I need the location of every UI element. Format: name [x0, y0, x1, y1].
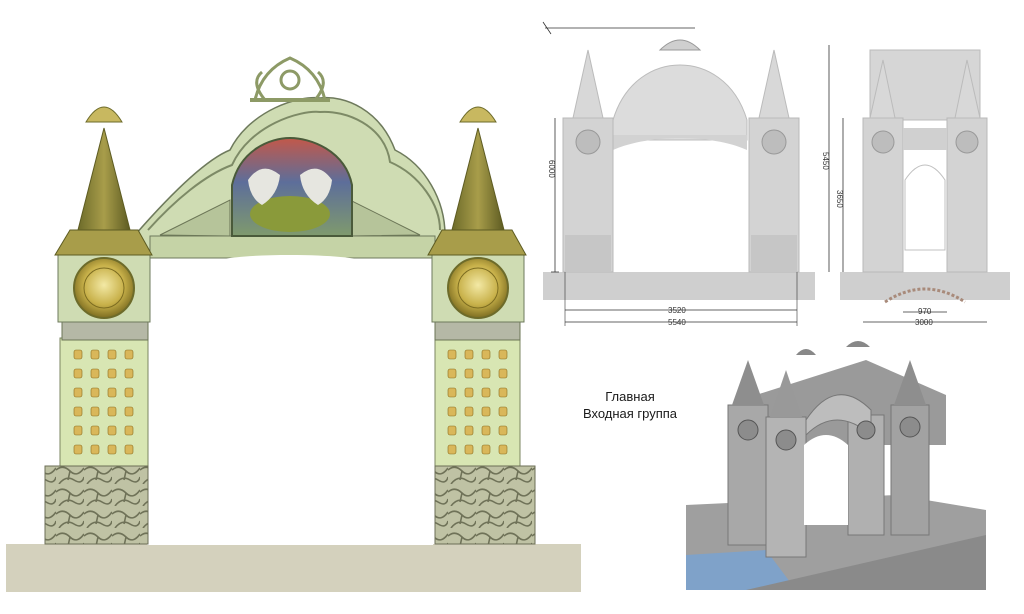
- pylon-rivet: [107, 368, 117, 379]
- pylon-rivet: [73, 349, 83, 360]
- dim-front-inner-width: 3520: [668, 306, 686, 315]
- pylon-rivet: [481, 444, 491, 455]
- pylon-rivet: [447, 349, 457, 360]
- pylon-rivet: [498, 349, 508, 360]
- pylon-rivet: [124, 368, 134, 379]
- pylon-rivet: [447, 425, 457, 436]
- pylon-rivet: [481, 387, 491, 398]
- dim-side-inner-width: 970: [918, 307, 932, 316]
- right-finial: [459, 106, 497, 123]
- pylon-rivet: [90, 349, 100, 360]
- pylon-rivet: [124, 406, 134, 417]
- pylon-rivet: [73, 368, 83, 379]
- pylon-rivet: [498, 368, 508, 379]
- pylon-rivet: [498, 387, 508, 398]
- pylon-rivet: [498, 444, 508, 455]
- pylon-rivet: [107, 425, 117, 436]
- pylon-rivet: [90, 444, 100, 455]
- pylon-rivet: [90, 387, 100, 398]
- left-finial: [85, 106, 123, 123]
- pylon-rivet: [124, 444, 134, 455]
- right-pylon: [427, 106, 536, 545]
- pylon-rivet: [498, 425, 508, 436]
- pylon-rivet: [464, 425, 474, 436]
- dim-front-total-width: 5540: [668, 318, 686, 327]
- main-arch-elevation: [6, 56, 581, 592]
- pylon-rivet: [464, 444, 474, 455]
- right-roof: [427, 229, 527, 256]
- pylon-rivet: [73, 444, 83, 455]
- pylon-rivet: [481, 368, 491, 379]
- pylon-rivet: [464, 387, 474, 398]
- arch-opening: [147, 255, 433, 545]
- drawing-title: Главная Входная группа: [560, 388, 700, 422]
- pylon-rivet: [124, 387, 134, 398]
- pylon-rivet: [447, 368, 457, 379]
- right-spire: [451, 127, 505, 231]
- left-spire: [77, 127, 131, 231]
- pylon-rivet: [464, 349, 474, 360]
- pylon-rivet: [107, 444, 117, 455]
- pylon-rivet: [498, 406, 508, 417]
- pylon-rivet: [481, 406, 491, 417]
- pylon-rivet: [447, 387, 457, 398]
- pylon-rivet: [107, 387, 117, 398]
- pylon-rivet: [447, 406, 457, 417]
- left-clock: [73, 257, 135, 319]
- left-pylon: [44, 106, 153, 545]
- pylon-rivet: [464, 368, 474, 379]
- dim-side-total-width: 3000: [915, 318, 933, 327]
- pylon-rivet: [90, 406, 100, 417]
- pylon-rivet: [73, 425, 83, 436]
- title-line-1: Главная: [605, 389, 655, 404]
- dim-side-height-total: 5450: [821, 152, 830, 170]
- pylon-rivet: [107, 406, 117, 417]
- front-elevation-drawing: 6000 3520 5540: [542, 21, 815, 327]
- pylon-rivet: [107, 349, 117, 360]
- pylon-rivet: [90, 368, 100, 379]
- ground-plinth: [6, 544, 581, 592]
- pylon-rivet: [464, 406, 474, 417]
- pylon-rivet: [481, 425, 491, 436]
- dim-front-height: 6000: [547, 160, 556, 178]
- mural-right-figure: [300, 168, 332, 205]
- pylon-rivet: [447, 444, 457, 455]
- pylon-rivet: [124, 425, 134, 436]
- mural-left-figure: [248, 168, 280, 205]
- left-roof: [54, 229, 153, 256]
- pylon-rivet: [90, 425, 100, 436]
- pylon-rivet: [124, 349, 134, 360]
- pylon-rivet: [481, 349, 491, 360]
- pylon-rivet: [73, 387, 83, 398]
- pylon-rivet: [73, 406, 83, 417]
- dim-side-height-opening: 3650: [835, 190, 844, 208]
- crown-ornament: [250, 56, 330, 102]
- side-elevation-drawing: 5450 3650 970 3000: [821, 45, 1010, 327]
- title-line-2: Входная группа: [582, 406, 678, 421]
- right-clock: [447, 257, 509, 319]
- perspective-render: [686, 335, 986, 590]
